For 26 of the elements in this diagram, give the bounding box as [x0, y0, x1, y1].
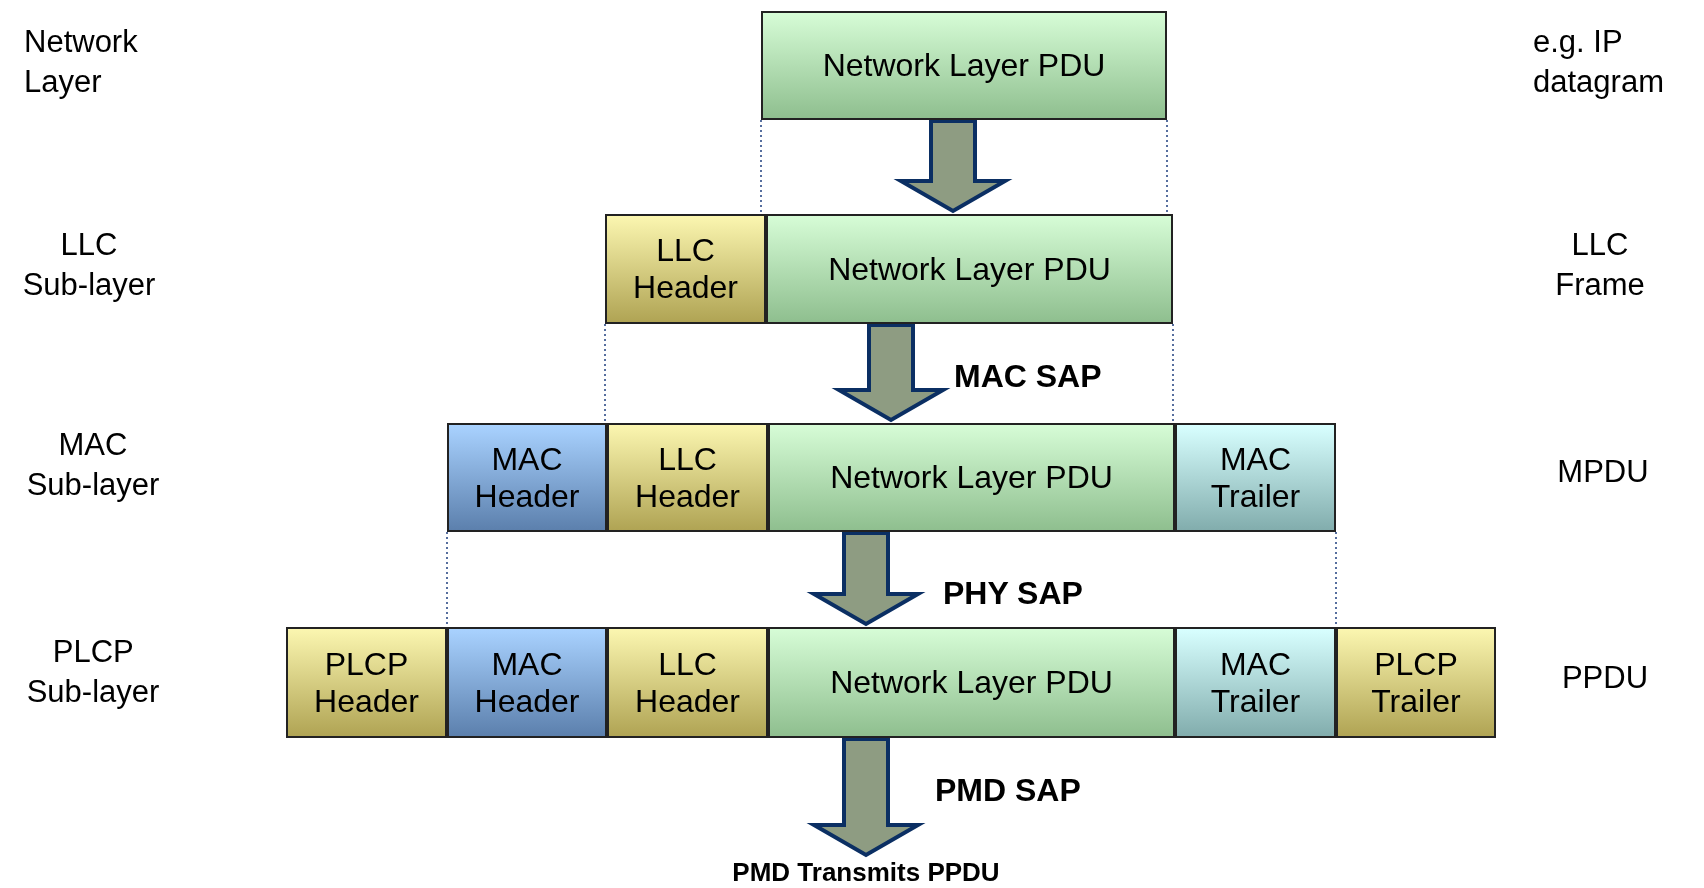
payload-segment: Network Layer PDU: [761, 11, 1167, 120]
block-arrow: [893, 119, 1013, 214]
status-text: PMD Transmits PPDU: [696, 858, 1036, 886]
frame-type-label: e.g. IP datagram: [1533, 23, 1665, 102]
frame-type-label: MPDU: [1556, 453, 1650, 491]
header-segment: PLCP Header: [286, 627, 447, 738]
header-segment: MAC Header: [447, 627, 607, 738]
payload-segment: Network Layer PDU: [766, 214, 1173, 324]
payload-segment: Network Layer PDU: [768, 423, 1175, 532]
layer-label: LLC Sub-layer: [21, 226, 157, 305]
block-arrow: [806, 737, 926, 858]
header-segment: LLC Header: [607, 627, 768, 738]
block-arrow: [806, 531, 926, 627]
block-arrow: [831, 323, 951, 423]
layer-label: PLCP Sub-layer: [25, 633, 161, 712]
trailer-segment: MAC Trailer: [1175, 627, 1336, 738]
layer-label: MAC Sub-layer: [25, 426, 161, 505]
frame-type-label: PPDU: [1560, 659, 1650, 697]
trailer-segment: MAC Trailer: [1175, 423, 1336, 532]
frame-type-label: LLC Frame: [1554, 226, 1646, 305]
trailer-segment: PLCP Trailer: [1336, 627, 1496, 738]
layer-label: Network Layer: [24, 23, 139, 102]
header-segment: LLC Header: [605, 214, 766, 324]
payload-segment: Network Layer PDU: [768, 627, 1175, 738]
header-segment: LLC Header: [607, 423, 768, 532]
header-segment: MAC Header: [447, 423, 607, 532]
